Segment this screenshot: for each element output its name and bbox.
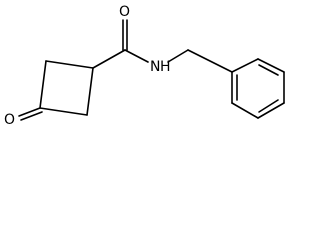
cyclobutanone-ring	[39, 60, 94, 116]
ring-bond-left	[39, 60, 47, 109]
amide-oxygen-label: O	[119, 4, 130, 20]
chemical-structure-diagram: O N H O	[4, 4, 285, 128]
methylene-to-phenyl-bond	[187, 49, 233, 73]
amide-hydrogen-label: H	[160, 59, 171, 75]
amide-nitrogen-label: N	[150, 59, 160, 75]
ring-bond-bottom	[39, 107, 88, 116]
benzene-ring	[231, 58, 285, 119]
amide-double-bond	[122, 19, 128, 51]
ring-bond-right	[86, 67, 94, 116]
ketone-oxygen-label: O	[4, 112, 15, 128]
ring-bond-top	[45, 60, 94, 69]
nitrogen-to-methylene-bond	[167, 49, 189, 63]
ketone-double-bond	[18, 107, 43, 121]
ring-to-carbonyl-bond	[92, 49, 126, 69]
carbonyl-to-nitrogen-bond	[124, 49, 149, 63]
